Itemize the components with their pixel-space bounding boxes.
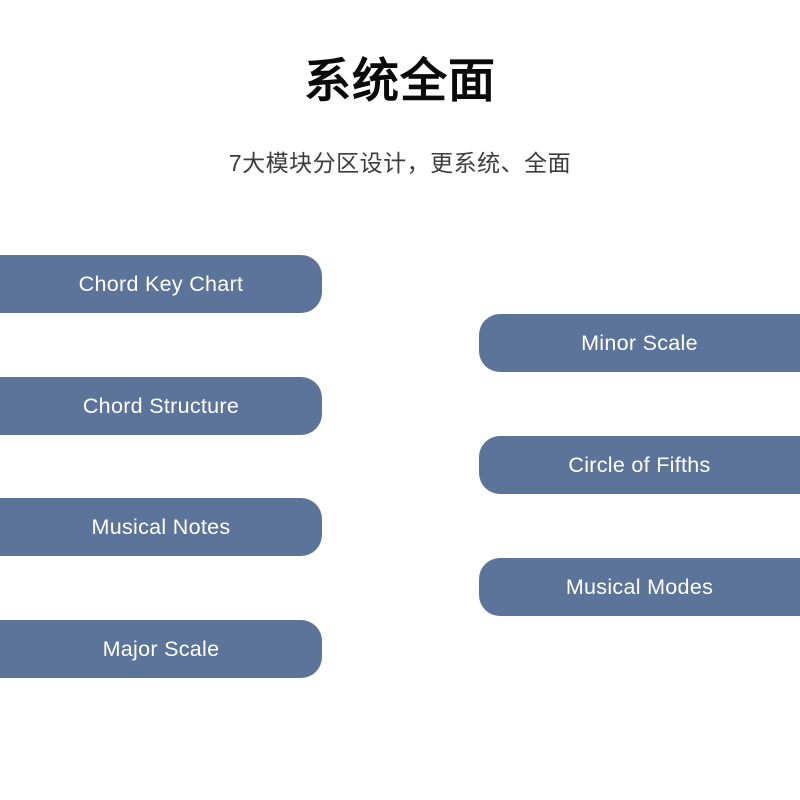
module-pill[interactable]: Musical Notes (0, 498, 322, 556)
module-pill[interactable]: Minor Scale (479, 314, 800, 372)
module-pill[interactable]: Chord Key Chart (0, 255, 322, 313)
module-pill-label: Musical Notes (91, 515, 231, 539)
page-title: 系统全面 (304, 54, 496, 107)
module-pill[interactable]: Circle of Fifths (479, 436, 800, 494)
module-pill-label: Musical Modes (565, 575, 714, 599)
module-pill-label: Major Scale (102, 637, 220, 661)
module-pill-label: Chord Structure (82, 394, 240, 418)
module-pill[interactable]: Musical Modes (479, 558, 800, 616)
module-pill-label: Circle of Fifths (568, 453, 711, 477)
page-subtitle: 7大模块分区设计，更系统、全面 (228, 150, 572, 176)
module-pill-label: Chord Key Chart (78, 272, 244, 296)
module-pill-label: Minor Scale (581, 331, 698, 355)
module-pill[interactable]: Major Scale (0, 620, 322, 678)
module-pill[interactable]: Chord Structure (0, 377, 322, 435)
